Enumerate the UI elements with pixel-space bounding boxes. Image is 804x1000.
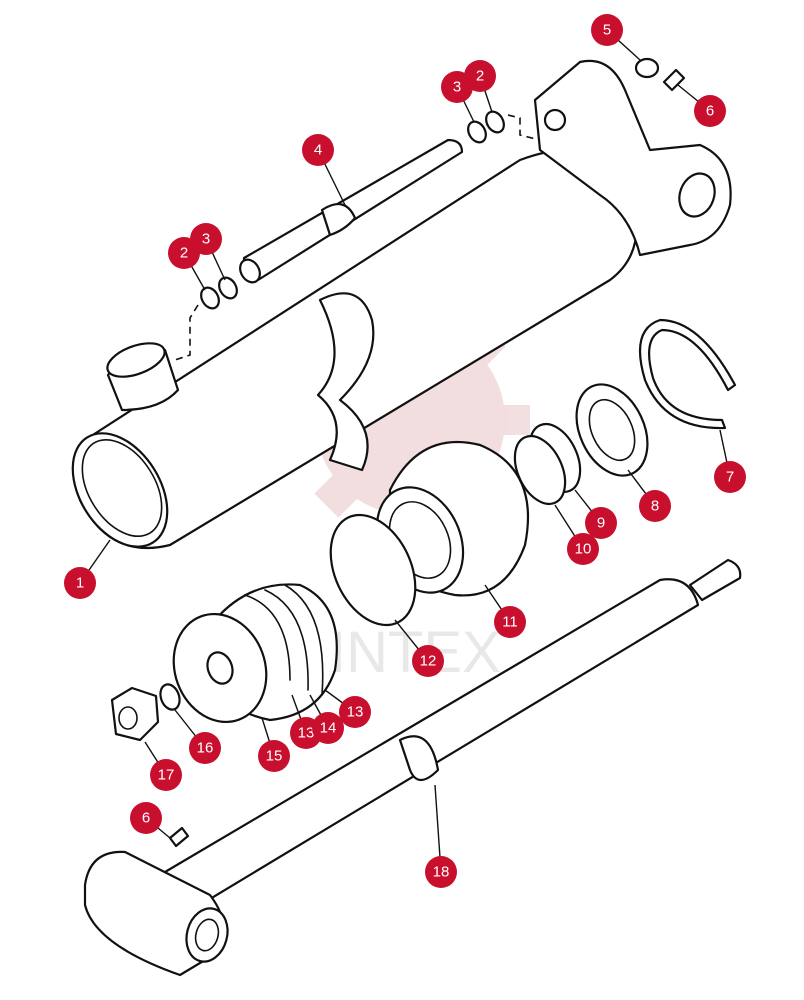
- svg-text:6: 6: [142, 810, 150, 827]
- part-17-nut: [110, 686, 160, 742]
- callout-6b: 6: [130, 802, 162, 834]
- svg-text:5: 5: [603, 22, 611, 39]
- part-1-cylinder-barrel: [71, 59, 732, 550]
- callout-15: 15: [258, 740, 290, 772]
- callout-3b: 3: [441, 71, 473, 103]
- part-15-piston: [172, 583, 338, 724]
- svg-text:10: 10: [575, 541, 592, 558]
- callout-3a: 3: [190, 223, 222, 255]
- part-7-snap-ring: [638, 318, 737, 430]
- part-8-wiper: [575, 383, 649, 477]
- callout-17: 17: [150, 759, 182, 791]
- callout-4: 4: [302, 134, 334, 166]
- svg-text:7: 7: [726, 469, 734, 486]
- callout-16: 16: [189, 732, 221, 764]
- svg-text:17: 17: [158, 767, 175, 784]
- callout-8: 8: [639, 490, 671, 522]
- callout-1: 1: [64, 567, 96, 599]
- callout-11: 11: [494, 606, 526, 638]
- svg-text:16: 16: [197, 740, 214, 757]
- svg-text:14: 14: [320, 720, 337, 737]
- svg-text:13: 13: [298, 725, 315, 742]
- svg-text:6: 6: [706, 103, 714, 120]
- svg-text:4: 4: [314, 142, 322, 159]
- part-6-grease-fitting-top: [662, 68, 686, 92]
- part-16-washer: [159, 683, 181, 711]
- svg-text:2: 2: [180, 245, 188, 262]
- svg-text:8: 8: [651, 498, 659, 515]
- svg-text:12: 12: [420, 653, 437, 670]
- svg-text:15: 15: [266, 748, 283, 765]
- callout-13b: 13: [339, 696, 371, 728]
- callout-10: 10: [567, 533, 599, 565]
- callout-9: 9: [585, 507, 617, 539]
- part-2-3-orings-upper: [467, 110, 541, 144]
- svg-text:18: 18: [433, 864, 450, 881]
- svg-text:13: 13: [347, 704, 364, 721]
- part-6-grease-fitting-bottom: [168, 826, 190, 848]
- svg-text:11: 11: [502, 614, 518, 631]
- callout-7: 7: [714, 461, 746, 493]
- callout-6a: 6: [694, 95, 726, 127]
- svg-text:1: 1: [76, 575, 84, 592]
- part-5-cap: [634, 57, 660, 79]
- part-2-3-orings-lower: [174, 276, 238, 361]
- svg-text:2: 2: [476, 68, 484, 85]
- callout-14: 14: [312, 712, 344, 744]
- callout-5: 5: [591, 14, 623, 46]
- callout-18: 18: [425, 856, 457, 888]
- svg-text:3: 3: [202, 231, 210, 248]
- part-4-oil-tube: [239, 138, 464, 284]
- part-18-piston-rod: [83, 558, 742, 977]
- svg-text:3: 3: [453, 79, 461, 96]
- svg-text:9: 9: [597, 515, 605, 532]
- callout-12: 12: [412, 645, 444, 677]
